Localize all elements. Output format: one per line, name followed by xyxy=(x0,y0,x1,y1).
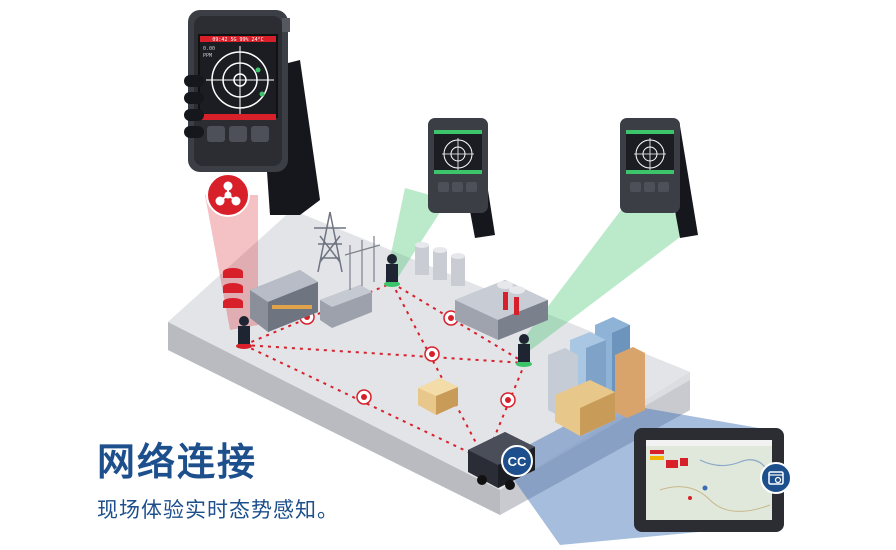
city-buildings xyxy=(548,317,645,436)
red-alert-beam xyxy=(205,195,258,330)
factory-right xyxy=(455,280,548,340)
subheadline: 现场体验实时态势感知。 xyxy=(97,498,339,522)
signal-node-icon xyxy=(500,392,516,408)
detector-status-line: 09:42 5G 99% 24°C xyxy=(212,37,263,43)
signal-node-icon xyxy=(443,310,459,326)
detector-small-right xyxy=(620,118,698,238)
detector-readout-2: PPM xyxy=(203,53,212,59)
network-links xyxy=(243,282,526,461)
chemical-plant xyxy=(415,242,465,286)
signal-node-icon xyxy=(356,389,372,405)
factory-left xyxy=(250,270,372,332)
alert-column xyxy=(223,268,243,308)
operator-right xyxy=(516,334,532,367)
detector-large: 09:42 5G 99% 24°C 0.00 PPM xyxy=(184,10,320,215)
command-badge-label: CC xyxy=(508,454,527,469)
power-tower xyxy=(314,211,346,273)
detector-readout-1: 0.00 xyxy=(203,46,215,52)
tablet-settings-icon xyxy=(760,462,792,494)
headline: 网络连接 xyxy=(97,440,258,484)
operator-center xyxy=(384,254,400,287)
small-house xyxy=(418,378,458,415)
tablet-device xyxy=(634,428,784,532)
hazard-biohazard-icon xyxy=(206,173,250,217)
operator-left xyxy=(236,316,252,349)
signal-node-icon xyxy=(424,346,440,362)
green-beam-right xyxy=(518,185,692,352)
command-center-badge: CC xyxy=(501,445,533,477)
detector-small-center xyxy=(428,118,495,238)
substation xyxy=(344,236,381,290)
caption-block: 网络连接 现场体验实时态势感知。 xyxy=(97,440,339,524)
